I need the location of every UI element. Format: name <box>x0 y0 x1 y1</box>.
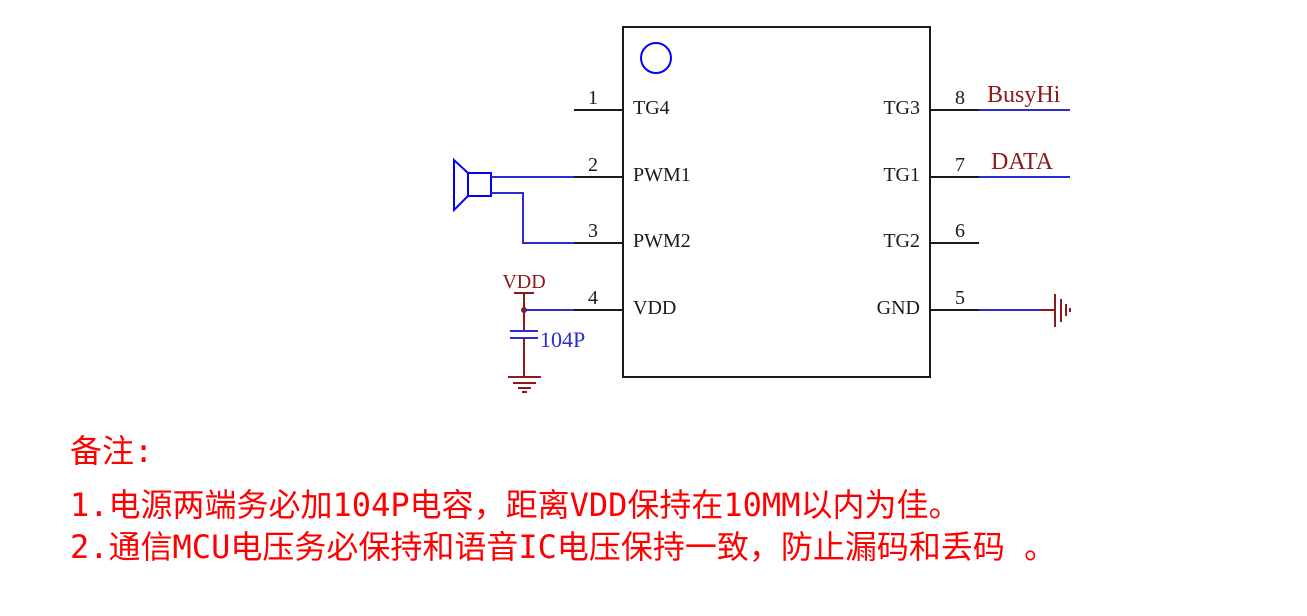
vdd-power-label: VDD <box>502 271 545 293</box>
pin-8-label: TG3 <box>883 97 920 119</box>
pin-4-label: VDD <box>633 297 676 319</box>
pin-3-number: 3 <box>588 220 598 242</box>
ground-icon <box>508 376 541 393</box>
pin-5-number: 5 <box>955 287 965 309</box>
pin-5-label: GND <box>877 297 920 319</box>
pin-6-number: 6 <box>955 220 965 242</box>
notes-section: 备注: 1.电源两端务必加104P电容，距离VDD保持在10MM以内为佳。 2.… <box>70 430 1056 568</box>
pin-4-number: 4 <box>588 287 598 309</box>
pin-6-label: TG2 <box>883 230 920 252</box>
pin-7-number: 7 <box>955 154 965 176</box>
data-net-label: DATA <box>991 149 1054 175</box>
capacitor-value: 104P <box>540 327 585 352</box>
speaker-icon <box>453 157 492 213</box>
schematic: 1 TG4 2 PWM1 3 PWM2 4 VDD 8 TG3 7 TG1 6 … <box>453 26 1071 393</box>
note-item-1: 1.电源两端务必加104P电容，距离VDD保持在10MM以内为佳。 <box>70 486 961 524</box>
ic-body <box>622 26 931 378</box>
pin-2-number: 2 <box>588 154 598 176</box>
pin-2-label: PWM1 <box>633 164 691 186</box>
notes-title: 备注: <box>70 432 154 470</box>
ground-icon <box>1054 294 1071 327</box>
pin-7-label: TG1 <box>883 164 920 186</box>
busyhi-net-label: BusyHi <box>987 82 1061 108</box>
note-item-2: 2.通信MCU电压务必保持和语音IC电压保持一致，防止漏码和丢码 。 <box>70 528 1057 566</box>
pin-1-label: TG4 <box>633 97 670 119</box>
pwm2-wire <box>491 192 574 244</box>
pin-1-number: 1 <box>588 87 598 109</box>
pin1-marker-icon <box>640 42 672 74</box>
pin-3-label: PWM2 <box>633 230 691 252</box>
pin-8-number: 8 <box>955 87 965 109</box>
capacitor-icon <box>510 330 538 339</box>
